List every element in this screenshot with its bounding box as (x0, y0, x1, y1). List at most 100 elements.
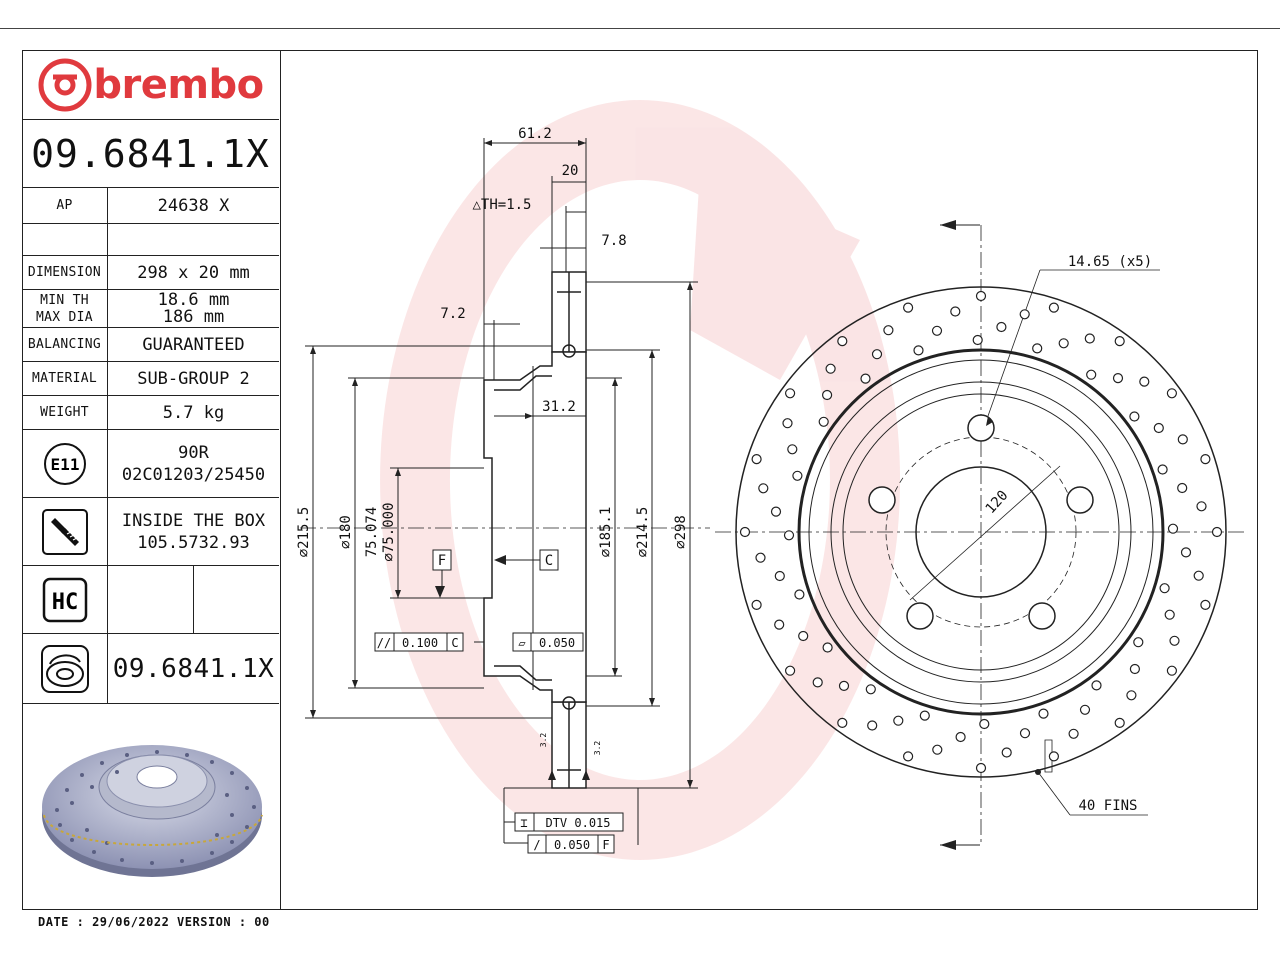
drill-hole (1019, 728, 1031, 739)
drill-hole (1177, 482, 1188, 494)
drill-hole (787, 444, 798, 455)
drill-hole (818, 416, 829, 427)
brembo-logo: brembo (22, 50, 279, 119)
ap-value: 24638 X (157, 195, 230, 216)
drill-hole (784, 388, 796, 399)
parallel-ref: C (451, 636, 458, 650)
drill-hole (902, 751, 914, 762)
drill-hole (1193, 570, 1204, 581)
spec-value: 298 x 20 mm (137, 262, 250, 283)
inside-box-row: INSIDE THE BOX 105.5732.93 (22, 498, 279, 566)
pcd-label: 120 (983, 488, 1012, 518)
drill-hole (1114, 336, 1125, 347)
drill-hole (1153, 422, 1164, 434)
dim-dia-185-1: ⌀185.1 (598, 507, 614, 558)
hc-badge-icon: HC (42, 577, 87, 622)
homologation-line1: 90R (178, 442, 209, 463)
disc-3d-image (42, 745, 263, 877)
homologation-row: E11 90R 02C01203/25450 (22, 430, 279, 498)
datum-f: F (438, 553, 446, 569)
drill-hole (902, 302, 914, 313)
drill-hole (950, 306, 961, 317)
brand-name: brembo (93, 61, 264, 108)
drill-hole (975, 762, 987, 774)
runout-symbol: / (533, 838, 540, 852)
drill-hole (1048, 751, 1060, 762)
front-view (715, 224, 1245, 846)
dim-dia-180: ⌀180 (338, 515, 354, 549)
flatness-symbol: ▱ (518, 636, 526, 650)
drill-hole (1157, 464, 1168, 475)
drill-hole (774, 619, 785, 630)
spec-row-balancing: BALANCING GUARANTEED (22, 328, 279, 362)
spec-value: SUB-GROUP 2 (137, 368, 250, 389)
dim-dia-75-000: ⌀75.000 (381, 502, 397, 561)
disc-icon-cell (22, 634, 108, 703)
screw-icon (41, 508, 88, 555)
hc-empty (108, 566, 194, 633)
dim-75-074: 75.074 (364, 507, 380, 558)
drill-hole (825, 363, 836, 374)
drill-hole (783, 530, 795, 541)
drill-hole (979, 718, 990, 730)
drill-hole (1114, 717, 1125, 729)
spec-label-pair: MIN TH MAX DIA (22, 290, 108, 327)
dim-dia-215-5: ⌀215.5 (296, 507, 312, 558)
info-panel: brembo 09.6841.1X AP 24638 X DIMENSION 2… (22, 50, 281, 910)
drill-hole (1200, 454, 1211, 465)
drill-hole (755, 552, 766, 563)
drill-hole (1019, 309, 1030, 320)
drill-hole (913, 345, 924, 356)
drill-hole (1180, 547, 1192, 558)
spec-row-weight: WEIGHT 5.7 kg (22, 396, 279, 430)
footer-part-row: 09.6841.1X (22, 634, 279, 704)
homologation-line2: 02C01203/25450 (121, 464, 266, 485)
ap-label: AP (22, 188, 108, 223)
e11-mark-icon: E11 (43, 442, 86, 485)
drill-hole (972, 334, 983, 346)
brembo-logo-icon (38, 58, 92, 111)
drill-hole (1038, 708, 1049, 719)
spec-label: MATERIAL (22, 362, 108, 395)
spec-label: DIMENSION (22, 256, 108, 289)
drill-hole (893, 715, 904, 726)
cross-drill-holes (739, 290, 1223, 774)
spec-label: WEIGHT (22, 396, 108, 429)
e11-text: E11 (50, 455, 79, 474)
drill-hole (1091, 680, 1102, 691)
drill-hole (919, 710, 930, 721)
datum-c: C (545, 553, 553, 569)
dim-61-2: 61.2 (518, 126, 552, 142)
spec-row-dimension: DIMENSION 298 x 20 mm (22, 256, 279, 290)
parallel-symbol: // (377, 636, 391, 650)
drill-hole (770, 506, 782, 517)
dimension-arrows (310, 140, 693, 788)
flatness-value: 0.050 (539, 636, 575, 650)
runout-value: 0.050 (554, 838, 590, 852)
drill-hole (931, 325, 943, 336)
dim-th: △TH=1.5 (472, 197, 531, 213)
drill-hole (975, 290, 987, 302)
dtv-value: DTV 0.015 (545, 816, 610, 830)
drill-hole (860, 373, 871, 384)
holes-label: 14.65 (x5) (1068, 254, 1152, 270)
section-profile (483, 271, 587, 789)
footer-part-number: 09.6841.1X (112, 653, 275, 684)
bolt-cell (22, 498, 108, 565)
dim-dia-298: ⌀298 (673, 515, 689, 549)
spec-value-pair: 18.6 mm 186 mm (108, 290, 279, 327)
drill-hole (1126, 690, 1137, 701)
hc-cell: HC (22, 566, 108, 633)
drill-hole (1167, 523, 1179, 534)
runout-ref: F (602, 838, 609, 852)
hc-row: HC (22, 566, 279, 634)
drill-hole (782, 418, 793, 429)
drill-hole (1139, 376, 1150, 387)
drill-hole (758, 483, 769, 494)
fins-label: 40 FINS (1078, 798, 1137, 814)
dim-dia-214-5: ⌀214.5 (635, 507, 651, 558)
drill-hole (751, 599, 762, 611)
drill-hole (1164, 609, 1175, 620)
